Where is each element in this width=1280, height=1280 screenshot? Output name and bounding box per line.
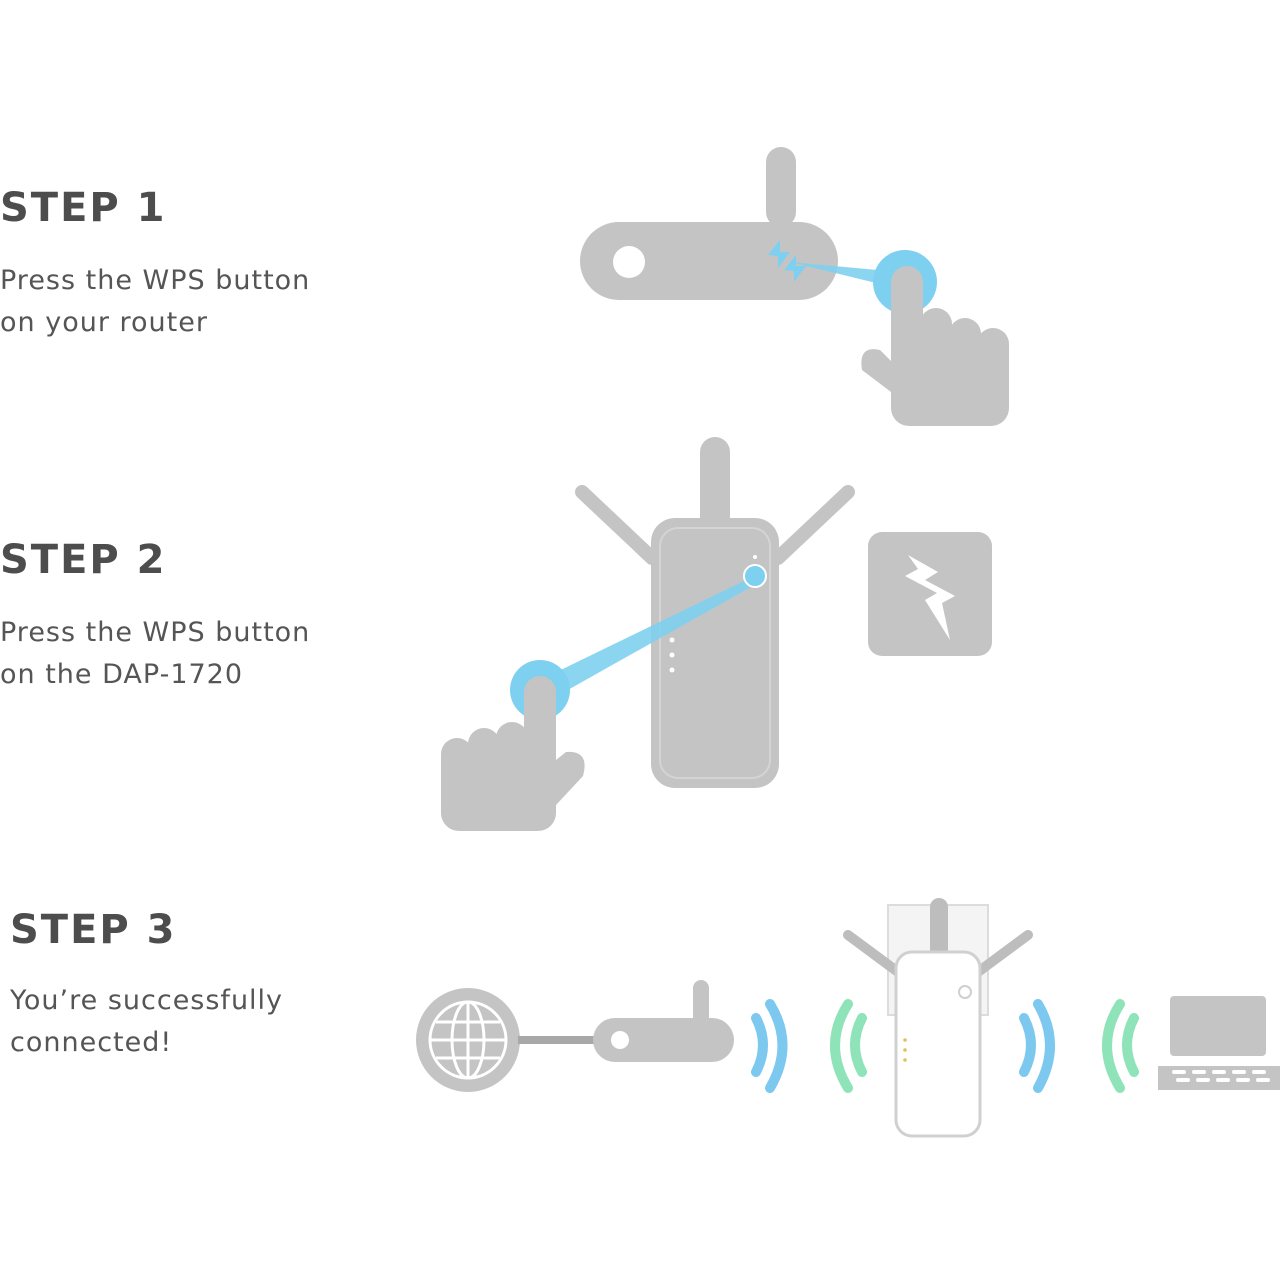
step-2-title: STEP 2: [0, 537, 167, 583]
step-2-range-extender-icon: [575, 437, 855, 788]
step-1: STEP 1 Press the WPS button on your rout…: [0, 188, 310, 344]
step-3-wifi-signal-icon-2: [1019, 999, 1139, 1093]
step-1-description-line-2: on your router: [0, 307, 208, 338]
step-3-description-line-2: connected!: [10, 1027, 173, 1058]
step-1-title: STEP 1: [0, 185, 167, 231]
step-3-description: You’re successfully connected!: [10, 980, 283, 1064]
step-3-laptop-icon: [1158, 996, 1280, 1090]
step-2-description-line-1: Press the WPS button: [0, 617, 311, 648]
step-1-router-icon: [580, 147, 838, 300]
step-1-description: Press the WPS button on your router: [0, 260, 310, 344]
step-2-description-line-2: on the DAP-1720: [0, 659, 244, 690]
step-3-description-line-1: You’re successfully: [10, 985, 284, 1016]
step-3-globe-icon: [416, 988, 520, 1092]
step-2-description: Press the WPS button on the DAP-1720: [0, 612, 310, 696]
step-3-wifi-signal-icon: [751, 999, 867, 1093]
step-3-router-icon: [593, 980, 734, 1062]
step-3-range-extender-icon: [843, 898, 1033, 1138]
step-3: STEP 3 You’re successfully connected!: [10, 910, 283, 1064]
step-1-pointing-hand-icon: [861, 266, 1009, 426]
step-2-power-bolt-icon: [868, 532, 992, 656]
step-3-cable: [518, 1036, 600, 1044]
step-1-description-line-1: Press the WPS button: [0, 265, 311, 296]
step-2-pointing-hand-icon: [441, 676, 585, 831]
step-2: STEP 2 Press the WPS button on the DAP-1…: [0, 540, 310, 696]
step-3-title: STEP 3: [10, 907, 177, 953]
